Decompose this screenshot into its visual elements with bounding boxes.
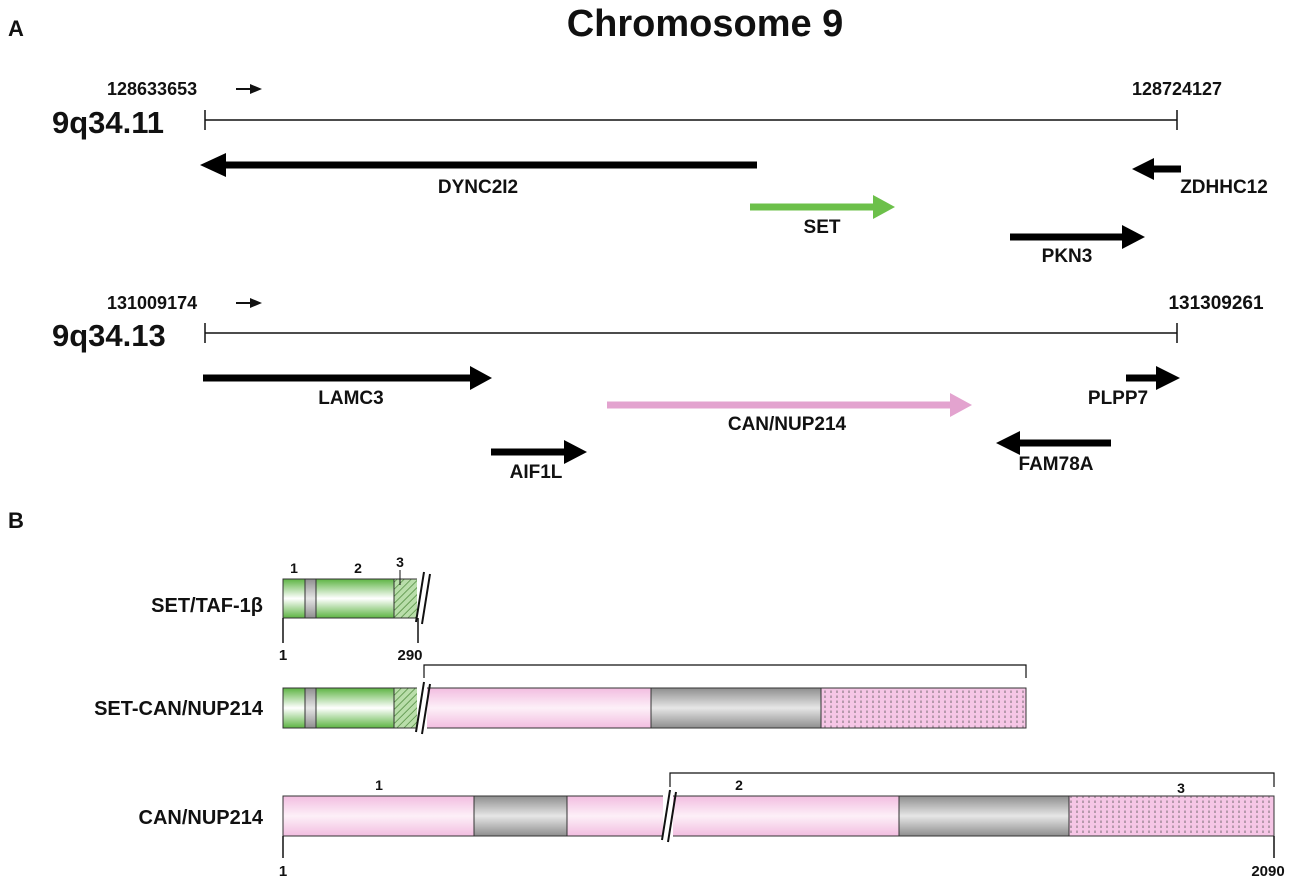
chromosome-axis-line <box>204 110 1178 130</box>
panel-a-label: A <box>8 16 24 41</box>
gene-label-dync2i2: DYNC2I2 <box>438 177 518 198</box>
gene-label-lamc3: LAMC3 <box>318 388 383 409</box>
domain-can-pink <box>425 687 652 729</box>
length-ruler <box>282 836 1275 858</box>
protein-name: SET/TAF-1β <box>151 595 263 617</box>
domain-set-green <box>282 687 306 729</box>
position-start: 1 <box>279 863 287 880</box>
gene-label-pkn3: PKN3 <box>1042 246 1093 267</box>
fusion-bracket <box>423 664 1027 678</box>
gene-arrow-lamc3 <box>203 366 492 390</box>
domain-set-green <box>282 578 306 619</box>
track-start-coordinate: 131009174 <box>107 293 197 313</box>
chromosome-title: Chromosome 9 <box>567 3 844 45</box>
gene-arrow-zdhhc12 <box>1132 158 1181 180</box>
domain-grey-2 <box>898 795 1070 837</box>
domain-grey-2 <box>650 687 822 729</box>
domain-label: 3 <box>1177 780 1185 796</box>
chromosome-axis-line <box>204 323 1178 343</box>
region-bracket <box>669 772 1275 787</box>
domain-grey-1 <box>304 578 317 619</box>
gene-arrow-set <box>750 195 895 219</box>
track-start-coordinate: 128633653 <box>107 79 197 99</box>
break-mark-icon <box>415 570 431 628</box>
start-arrow-icon <box>236 298 262 308</box>
position-end: 2090 <box>1251 863 1284 880</box>
gene-label-zdhhc12: ZDHHC12 <box>1180 177 1268 198</box>
start-arrow-icon <box>236 84 262 94</box>
position-end: 290 <box>397 647 422 664</box>
gene-label-set: SET <box>804 217 841 238</box>
gene-label-fam78a: FAM78A <box>1019 454 1094 475</box>
track-end-coordinate: 131309261 <box>1168 293 1264 314</box>
domain-can-pink <box>566 795 667 837</box>
gene-arrow-plpp7 <box>1126 366 1180 390</box>
domain-can-dotted <box>820 687 1027 729</box>
chromosome-band-label: 9q34.11 <box>52 105 164 140</box>
length-ruler <box>282 618 419 643</box>
domain-grey-1 <box>473 795 568 837</box>
domain-label: 2 <box>735 777 743 793</box>
track-9q34-13: 131009174 131309261 9q34.13 LAMC3 CAN/NU… <box>52 293 1264 483</box>
chromosome-band-label: 9q34.13 <box>52 318 166 353</box>
domain-label: 2 <box>354 560 362 576</box>
domain-label: 3 <box>396 554 404 570</box>
domain-can-dotted <box>1068 795 1275 837</box>
domain-can-pink <box>282 795 475 837</box>
domain-can-pink <box>671 795 900 837</box>
domain-2-green <box>315 578 395 619</box>
protein-set-can-fusion: SET-CAN/NUP214 <box>94 664 1027 736</box>
domain-3-hatched <box>393 687 419 729</box>
gene-arrow-can-nup214 <box>607 393 972 417</box>
position-start: 1 <box>279 647 287 664</box>
track-end-coordinate: 128724127 <box>1132 79 1222 99</box>
protein-name: CAN/NUP214 <box>139 807 264 829</box>
panel-b-label: B <box>8 508 24 533</box>
gene-arrow-fam78a <box>996 431 1111 455</box>
protein-can-nup214: CAN/NUP214 1 2 3 1 2090 <box>139 772 1285 880</box>
track-9q34-11: 128633653 128724127 9q34.11 DYNC2I2 SET … <box>52 79 1268 267</box>
domain-grey-1 <box>304 687 317 729</box>
domain-label: 1 <box>375 777 383 793</box>
break-mark-icon <box>661 788 677 844</box>
domain-3-hatched <box>393 578 419 619</box>
gene-arrow-pkn3 <box>1010 225 1145 249</box>
gene-arrow-dync2i2 <box>200 153 757 177</box>
protein-set-taf1b: SET/TAF-1β 1 2 3 1 290 <box>151 554 431 664</box>
break-mark-icon <box>415 680 431 736</box>
gene-label-aif1l: AIF1L <box>510 462 563 483</box>
protein-name: SET-CAN/NUP214 <box>94 698 264 720</box>
gene-arrow-aif1l <box>491 440 587 464</box>
gene-label-plpp7: PLPP7 <box>1088 388 1148 409</box>
gene-label-can-nup214: CAN/NUP214 <box>728 414 847 435</box>
domain-2-green <box>315 687 395 729</box>
domain-label: 1 <box>290 560 298 576</box>
